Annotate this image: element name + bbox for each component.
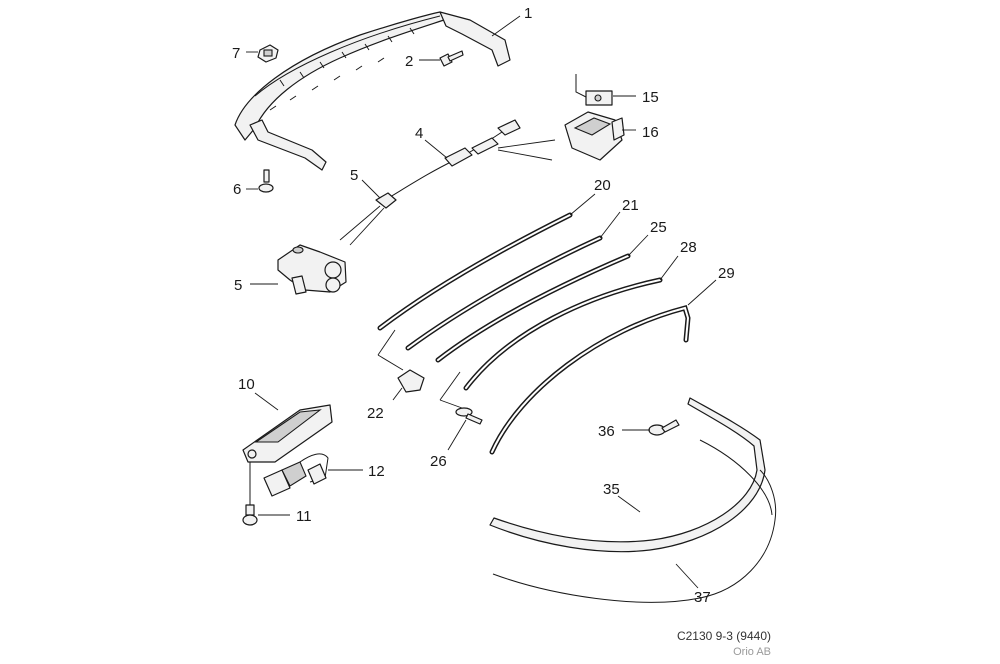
callout-26: 26 [430, 453, 447, 470]
part-1-front-bow [234, 11, 511, 171]
figure-code: C2130 9-3 (9440) [676, 629, 771, 643]
callout-1: 1 [524, 5, 532, 22]
part-11-bolt [242, 462, 258, 526]
part-6-bolt [258, 169, 274, 193]
callout-16: 16 [642, 124, 659, 141]
callout-29: 29 [718, 265, 735, 282]
callout-12: 12 [368, 463, 385, 480]
callout-28: 28 [680, 239, 697, 256]
callout-2: 2 [405, 53, 413, 70]
part-7-nut [257, 44, 279, 63]
part-4-cable [384, 119, 556, 201]
part-35-rear-seal [489, 397, 766, 553]
callout-36: 36 [598, 423, 615, 440]
part-5-lock-small [339, 192, 397, 246]
part-26-screw [439, 371, 483, 425]
part-37-rear-seal [492, 439, 777, 603]
seal-28 [463, 277, 663, 391]
callout-5-b: 5 [234, 277, 242, 294]
part-36-bolt [648, 419, 680, 436]
part-5-lock [277, 244, 347, 295]
callout-25: 25 [650, 219, 667, 236]
callout-10: 10 [238, 376, 255, 393]
seal-29 [489, 304, 691, 455]
callout-20: 20 [594, 177, 611, 194]
callout-5-a: 5 [350, 167, 358, 184]
part-15-clip [575, 74, 613, 106]
copyright-text: Orio AB [733, 646, 771, 658]
seal-25 [435, 253, 631, 363]
callout-labels: 1 2 4 5 5 6 7 10 11 12 15 16 20 21 22 25… [232, 5, 735, 606]
callout-15: 15 [642, 89, 659, 106]
callout-22: 22 [367, 405, 384, 422]
seal-20 [377, 212, 573, 331]
part-22-clip [377, 329, 425, 393]
part-12-connector [263, 453, 329, 497]
callout-4: 4 [415, 125, 423, 142]
callout-21: 21 [622, 197, 639, 214]
seal-21 [405, 235, 603, 351]
part-16-lock-housing [564, 111, 625, 161]
callout-7: 7 [232, 45, 240, 62]
callout-6: 6 [233, 181, 241, 198]
callout-11: 11 [296, 508, 312, 525]
callout-37: 37 [694, 589, 711, 606]
part-10-latch-plate [242, 404, 333, 463]
callout-35: 35 [603, 481, 620, 498]
part-2-screw [439, 50, 464, 67]
leader-lines [246, 15, 717, 589]
